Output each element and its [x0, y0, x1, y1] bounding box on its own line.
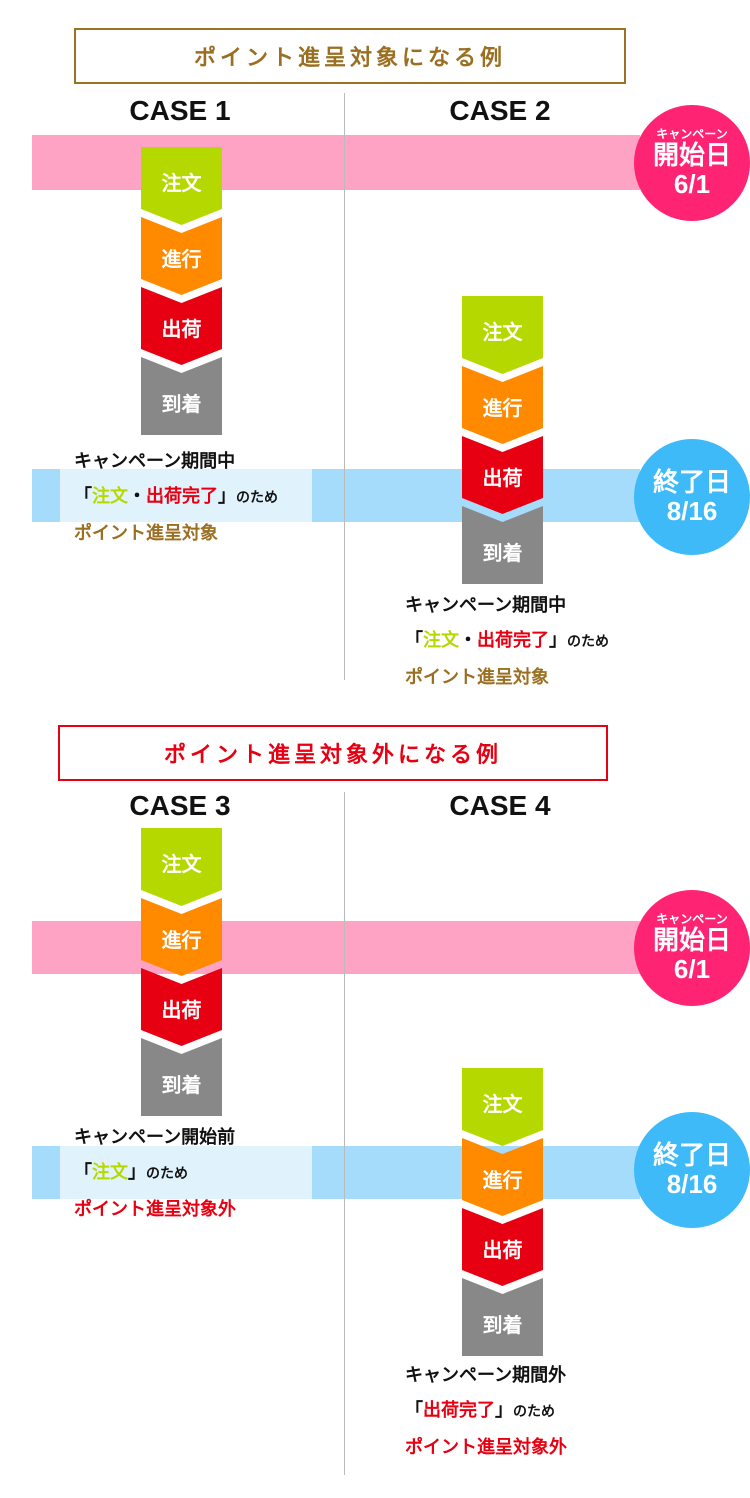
note-text: 「 [405, 1400, 423, 1421]
note-reason: 「注文・出荷完了」のため [405, 623, 609, 660]
case-3-step-order: 注文 [141, 828, 222, 906]
case-3-note: キャンペーン開始前「注文」のためポイント進呈対象外 [74, 1120, 236, 1227]
note-text: ・ [128, 486, 146, 507]
case-1-step-progress: 進行 [141, 217, 222, 295]
case-3-step-ship: 出荷 [141, 968, 222, 1046]
case-1-step-ship: 出荷 [141, 287, 222, 365]
note-result: ポイント進呈対象外 [74, 1199, 236, 1220]
case-2-step-progress: 進行 [462, 366, 543, 444]
campaign-start-band [32, 135, 640, 190]
note-reason: 「注文」のため [74, 1155, 236, 1192]
note-text: 出荷完了 [146, 486, 218, 507]
start-label: 開始日 [652, 140, 731, 170]
start-date-marker: キャンペーン 開始日 6/1 [634, 890, 750, 1006]
note-period: キャンペーン期間中 [405, 595, 567, 616]
note-text: 注文 [92, 1162, 128, 1183]
case-2-note: キャンペーン期間中「注文・出荷完了」のためポイント進呈対象 [405, 588, 609, 695]
end-date-marker: 終了日 8/16 [634, 439, 750, 555]
start-date-marker: キャンペーン 開始日 6/1 [634, 105, 750, 221]
section-title-ineligible: ポイント進呈対象外になる例 [58, 725, 608, 781]
end-label: 終了日 [652, 1140, 731, 1171]
note-period: キャンペーン開始前 [74, 1127, 236, 1148]
end-date-marker: 終了日 8/16 [634, 1112, 750, 1228]
case-2-step-ship: 出荷 [462, 436, 543, 514]
case-4-step-order: 注文 [462, 1068, 543, 1146]
start-caption: キャンペーン [656, 126, 728, 141]
note-text: のため [567, 634, 609, 650]
end-date: 8/16 [666, 1169, 718, 1199]
note-text: ・ [459, 630, 477, 651]
case-1-step-arrive: 到着 [141, 357, 222, 435]
end-label: 終了日 [652, 467, 731, 498]
start-date: 6/1 [673, 168, 711, 199]
case-1-note: キャンペーン期間中「注文・出荷完了」のためポイント進呈対象 [74, 444, 278, 551]
section-title-eligible: ポイント進呈対象になる例 [74, 28, 626, 84]
note-text: のため [236, 490, 278, 506]
case-3-step-progress: 進行 [141, 898, 222, 976]
case-3-label: CASE 3 [129, 790, 231, 821]
case-2-step-order: 注文 [462, 296, 543, 374]
note-highlight [60, 469, 312, 522]
note-result: ポイント進呈対象外 [405, 1437, 567, 1458]
note-text: 注文 [92, 486, 128, 507]
end-date: 8/16 [666, 496, 718, 526]
case-4-label: CASE 4 [449, 790, 551, 821]
note-text: 注文 [423, 630, 459, 651]
case-3-step-arrive: 到着 [141, 1038, 222, 1116]
note-reason: 「注文・出荷完了」のため [74, 479, 278, 516]
start-label: 開始日 [652, 925, 731, 955]
note-text: のため [513, 1404, 555, 1420]
case-divider [344, 792, 345, 1475]
note-highlight [60, 1146, 312, 1199]
start-date: 6/1 [673, 953, 711, 984]
case-4-step-arrive: 到着 [462, 1278, 543, 1356]
note-text: 「 [74, 486, 92, 507]
case-divider [344, 93, 345, 680]
case-4-note: キャンペーン期間外「出荷完了」のためポイント進呈対象外 [405, 1358, 567, 1465]
case-1-label: CASE 1 [129, 95, 231, 126]
note-text: 」 [218, 486, 236, 507]
note-reason: 「出荷完了」のため [405, 1393, 567, 1430]
note-result: ポイント進呈対象 [74, 523, 218, 544]
campaign-start-band [32, 921, 640, 974]
note-text: 」 [495, 1400, 513, 1421]
note-text: 出荷完了 [423, 1400, 495, 1421]
case-1-step-order: 注文 [141, 147, 222, 225]
note-text: 」 [549, 630, 567, 651]
note-text: 「 [74, 1162, 92, 1183]
note-text: 」 [128, 1162, 146, 1183]
note-period: キャンペーン期間外 [405, 1365, 567, 1386]
note-text: のため [146, 1166, 188, 1182]
start-caption: キャンペーン [656, 911, 728, 926]
note-period: キャンペーン期間中 [74, 451, 236, 472]
case-2-label: CASE 2 [449, 95, 551, 126]
case-4-step-ship: 出荷 [462, 1208, 543, 1286]
note-result: ポイント進呈対象 [405, 667, 549, 688]
case-4-step-progress: 進行 [462, 1138, 543, 1216]
note-text: 出荷完了 [477, 630, 549, 651]
note-text: 「 [405, 630, 423, 651]
